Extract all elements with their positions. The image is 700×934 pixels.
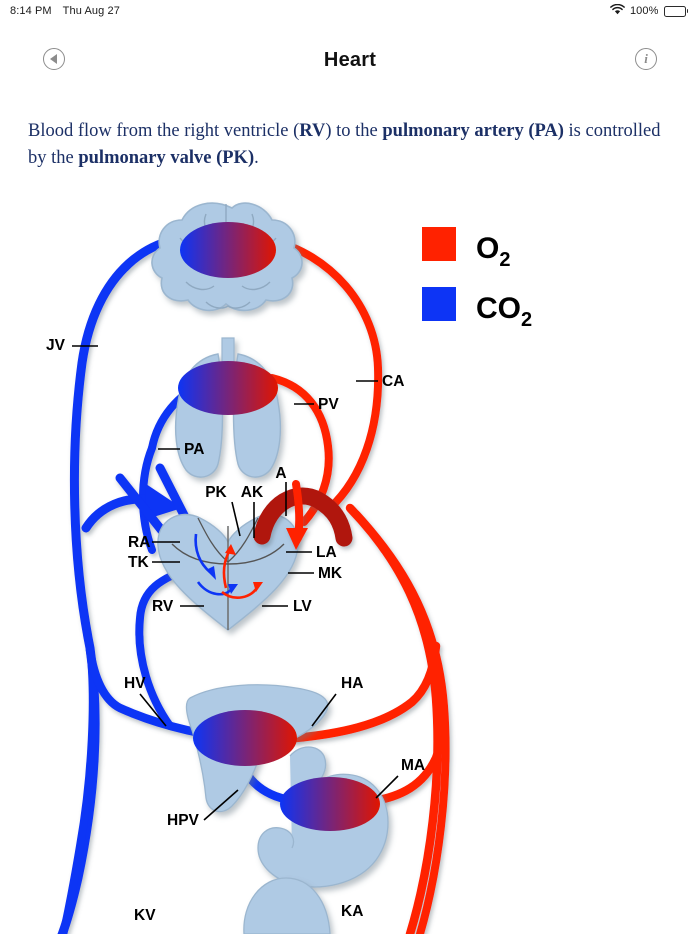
lower-organ	[243, 877, 331, 934]
label-ak: AK	[241, 484, 264, 501]
status-bar-right: 100%	[610, 3, 688, 18]
description-bold-pk: pulmonary valve (PK)	[78, 148, 255, 169]
page-title: Heart	[323, 48, 377, 71]
description-part-3: is controlled by the	[28, 121, 661, 169]
label-mk: MK	[318, 565, 343, 582]
label-ma: MA	[401, 757, 425, 774]
battery-full-icon	[663, 5, 688, 17]
label-pa: PA	[184, 441, 204, 458]
description-bold-pa: pulmonary artery (PA)	[382, 121, 564, 141]
status-date: Thu Aug 27	[62, 5, 120, 17]
legend-swatch-carbon-dioxide	[422, 287, 456, 321]
label-ha: HA	[341, 675, 363, 692]
label-pk: PK	[205, 484, 227, 501]
liver-capillary-bed	[193, 710, 297, 766]
label-ra: RA	[128, 534, 150, 551]
description-part-4: .	[254, 148, 259, 169]
info-button[interactable]: i	[635, 48, 657, 70]
back-button[interactable]	[43, 48, 65, 70]
label-pv: PV	[318, 396, 339, 413]
label-jv: JV	[46, 337, 66, 354]
back-triangle-icon	[50, 54, 57, 64]
label-leader-lines	[72, 345, 399, 821]
brain-capillary-bed	[180, 222, 276, 278]
label-hv: HV	[124, 675, 146, 692]
label-a: A	[275, 465, 286, 482]
label-la: LA	[316, 544, 337, 561]
legend: O2 CO2	[422, 227, 532, 331]
legend-label-oxygen: O2	[476, 232, 510, 271]
battery-percent-label: 100%	[629, 5, 659, 17]
label-lv: LV	[293, 598, 312, 615]
vessel-labels: JV CA PV PA A PK AK RA TK LA MK RV LV HV…	[46, 337, 425, 924]
label-ca: CA	[382, 373, 404, 390]
diagram-svg: JV CA PV PA A PK AK RA TK LA MK RV LV HV…	[46, 202, 532, 934]
nav-bar: Heart i	[0, 34, 700, 86]
aortic-arch	[253, 480, 353, 550]
stomach-capillary-bed	[280, 777, 380, 831]
wifi-icon	[610, 3, 625, 18]
status-time: 8:14 PM	[10, 5, 52, 17]
label-rv: RV	[152, 598, 174, 615]
legend-swatch-oxygen	[422, 227, 456, 261]
label-ka: KA	[341, 903, 363, 920]
info-circle-icon: i	[644, 51, 648, 66]
lung-capillary-bed	[178, 361, 278, 415]
heart-organ	[157, 513, 299, 631]
description-text: Blood flow from the right ventricle (RV)…	[28, 118, 676, 172]
label-kv: KV	[134, 907, 156, 924]
label-tk: TK	[128, 554, 149, 571]
description-part-1: Blood flow from the right ventricle (	[28, 121, 300, 141]
status-bar-left: 8:14 PM Thu Aug 27	[10, 5, 120, 17]
label-hpv: HPV	[167, 812, 200, 829]
description-part-2: ) to the	[325, 121, 383, 141]
status-bar: 8:14 PM Thu Aug 27 100%	[0, 0, 700, 22]
legend-label-carbon-dioxide: CO2	[476, 292, 532, 331]
description-bold-rv: RV	[299, 121, 326, 141]
circulatory-diagram: JV CA PV PA A PK AK RA TK LA MK RV LV HV…	[0, 178, 700, 934]
